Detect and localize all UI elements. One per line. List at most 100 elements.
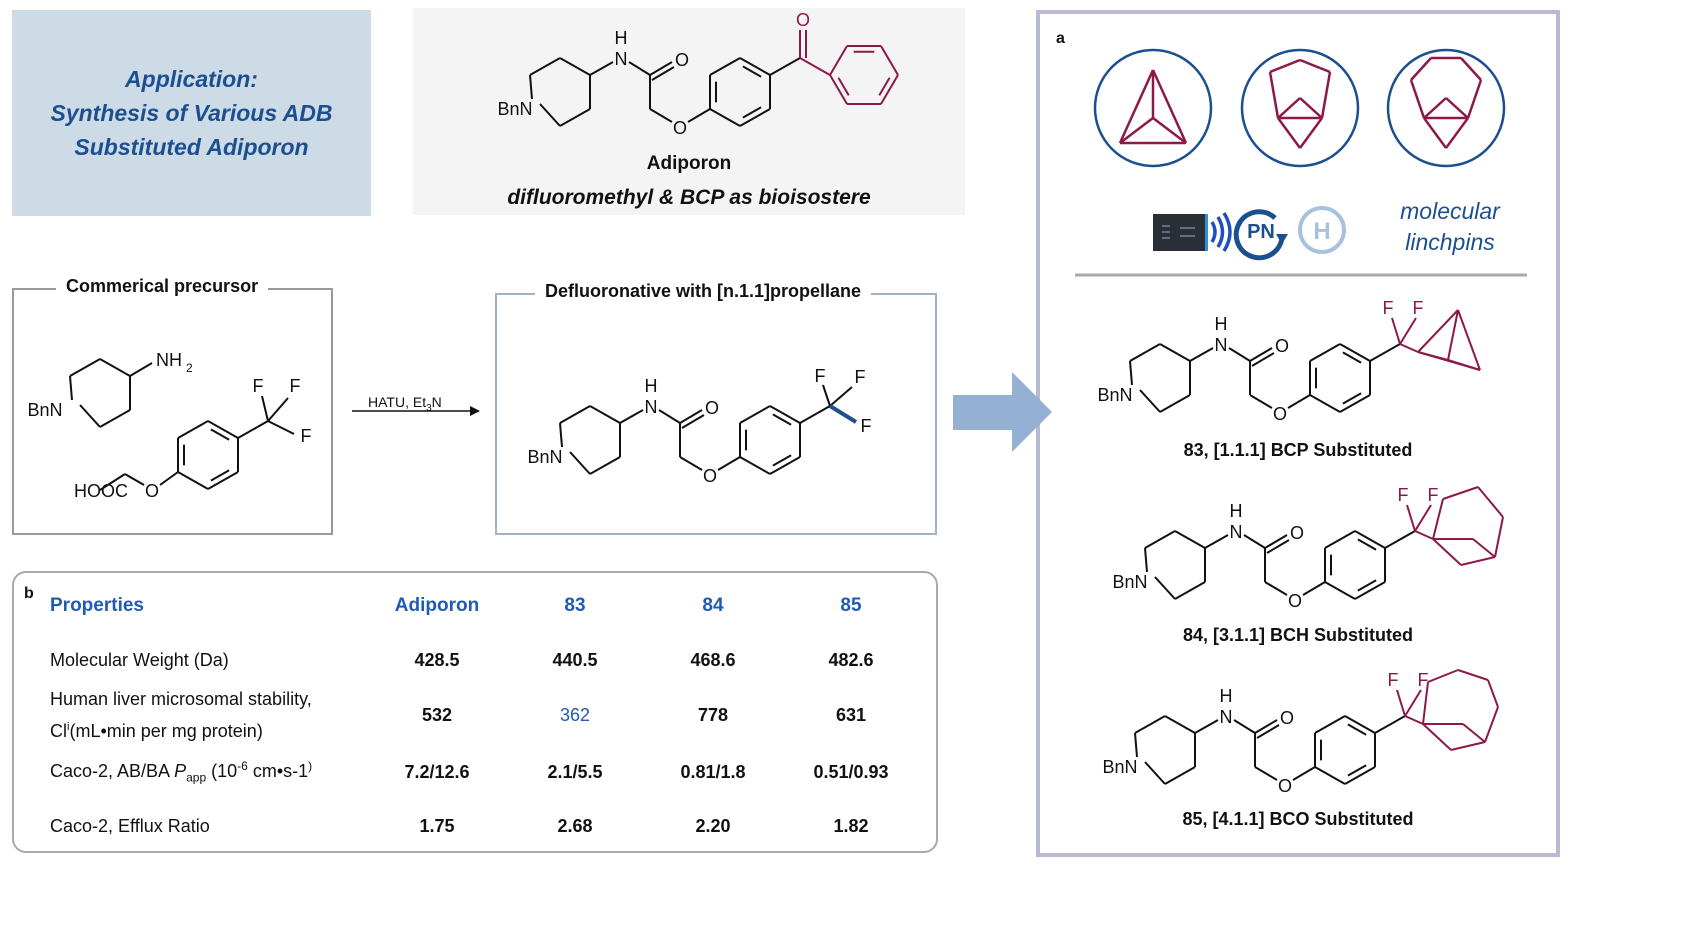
value-cell: 532 xyxy=(421,704,453,725)
cage-bond xyxy=(1422,723,1452,751)
panel-b-properties-table: b Properties Adiporon 83 84 85 Molecular… xyxy=(12,571,938,853)
ring-bond xyxy=(769,405,801,424)
o-label: O xyxy=(1280,708,1294,728)
value-cell-highlight: 362 xyxy=(559,704,591,725)
linchpins-label: molecular linchpins xyxy=(1380,196,1520,258)
adiporon-name: Adiporon xyxy=(646,153,732,174)
cage-bond xyxy=(1442,486,1479,500)
f-label: F xyxy=(1398,485,1409,505)
double-bond xyxy=(210,469,230,482)
prop-label: Molecular Weight (Da) xyxy=(50,649,229,670)
ring-bond xyxy=(559,57,591,76)
bond xyxy=(1233,719,1256,734)
ring-bond xyxy=(79,404,101,428)
ring-bond xyxy=(1164,715,1196,734)
ring-bond xyxy=(739,405,771,424)
header-84: 84 xyxy=(702,595,724,616)
bnn-label: BnN xyxy=(527,447,562,467)
nh2-subscript: 2 xyxy=(186,361,193,375)
ring-bond xyxy=(1134,715,1166,734)
bond xyxy=(1404,689,1422,717)
table-row: Caco-2, Efflux Ratio 1.75 2.68 2.20 1.82 xyxy=(50,799,920,853)
big-right-arrow-icon xyxy=(953,372,1052,452)
bnn-label: BnN xyxy=(1112,572,1147,592)
value-cell: 778 xyxy=(697,704,729,725)
o-label: O xyxy=(1288,591,1302,611)
ring-bond xyxy=(1129,360,1133,386)
reagent-main: HATU, Et xyxy=(368,394,427,410)
double-bond xyxy=(1357,579,1377,592)
bond xyxy=(1264,581,1288,596)
f-label: F xyxy=(815,366,826,386)
ring-bond xyxy=(207,471,239,490)
hashed-bond xyxy=(1406,504,1416,532)
double-bond xyxy=(837,77,850,96)
double-bond xyxy=(742,65,762,78)
header-83: 83 xyxy=(564,595,586,616)
f-label: F xyxy=(1428,485,1439,505)
cage-bond xyxy=(1484,706,1499,743)
ring-bond xyxy=(1324,581,1356,600)
ring-bond xyxy=(829,45,848,76)
o-label: O xyxy=(1278,776,1292,796)
bond xyxy=(1254,766,1278,781)
h-label: H xyxy=(1220,686,1233,706)
bond xyxy=(649,108,673,123)
propellane-bch-circle-icon xyxy=(1240,48,1360,168)
n-label: N xyxy=(1215,335,1228,355)
ring-bond xyxy=(99,358,131,377)
table-header-row: Properties Adiporon 83 84 85 xyxy=(50,591,920,621)
product-box: Defluoronative with [n.1.1]propellane xyxy=(495,281,937,535)
double-bond xyxy=(1357,538,1377,551)
reaction-arrowhead xyxy=(470,406,480,416)
cage-bond xyxy=(1487,679,1499,708)
value-cell: 482.6 xyxy=(828,649,874,670)
n-label: N xyxy=(645,397,658,417)
bond xyxy=(1414,530,1434,540)
prop-sub: app xyxy=(186,770,207,785)
ring-bond xyxy=(880,74,899,105)
cage-bond xyxy=(1457,669,1489,681)
value-cell: 1.82 xyxy=(833,815,869,836)
ring-bond xyxy=(569,451,591,475)
title-box: Application: Synthesis of Various ADB Su… xyxy=(12,10,371,216)
header-85: 85 xyxy=(840,595,862,616)
ring-bond xyxy=(99,409,131,428)
nh2-label: NH xyxy=(156,350,182,370)
double-bond xyxy=(772,413,792,426)
panel-b-letter: b xyxy=(24,585,34,602)
ring-bond xyxy=(177,471,209,490)
ring-bond xyxy=(1174,530,1206,549)
value-cell: 0.51/0.93 xyxy=(813,761,889,782)
ring-bond xyxy=(1354,530,1386,549)
title-line-1: Application: xyxy=(125,66,258,92)
bond xyxy=(1249,394,1273,409)
bond xyxy=(159,471,179,486)
n-label: N xyxy=(1230,522,1243,542)
double-bond xyxy=(679,409,703,424)
ring-bond xyxy=(539,103,561,127)
double-bond xyxy=(1251,352,1275,367)
cage-bond xyxy=(1472,538,1496,558)
ring-bond xyxy=(1344,766,1376,785)
ring-bond xyxy=(769,456,801,475)
ring-bond xyxy=(1159,394,1191,413)
value-cell: 2.68 xyxy=(557,815,593,836)
compound-85-label: 85, [4.1.1] BCO Substituted xyxy=(1182,809,1414,829)
value-cell: 440.5 xyxy=(552,649,598,670)
double-bond xyxy=(1256,724,1280,739)
bond xyxy=(1292,766,1316,781)
bnn-label: BnN xyxy=(27,400,62,420)
bond xyxy=(658,409,681,424)
ring-bond xyxy=(1354,581,1386,600)
bond xyxy=(1374,715,1406,734)
wedge-bond xyxy=(828,404,858,424)
ring-bond xyxy=(589,456,621,475)
bond xyxy=(589,61,614,76)
ketone-o-label: O xyxy=(796,10,810,30)
ring-bond xyxy=(1154,576,1176,600)
compound-83-label: 83, [1.1.1] BCP Substituted xyxy=(1183,440,1413,460)
prop-line-2: Cli(mL•min per mg protein) xyxy=(50,713,368,745)
cage-bond xyxy=(1450,741,1486,751)
ring-bond xyxy=(880,45,899,76)
